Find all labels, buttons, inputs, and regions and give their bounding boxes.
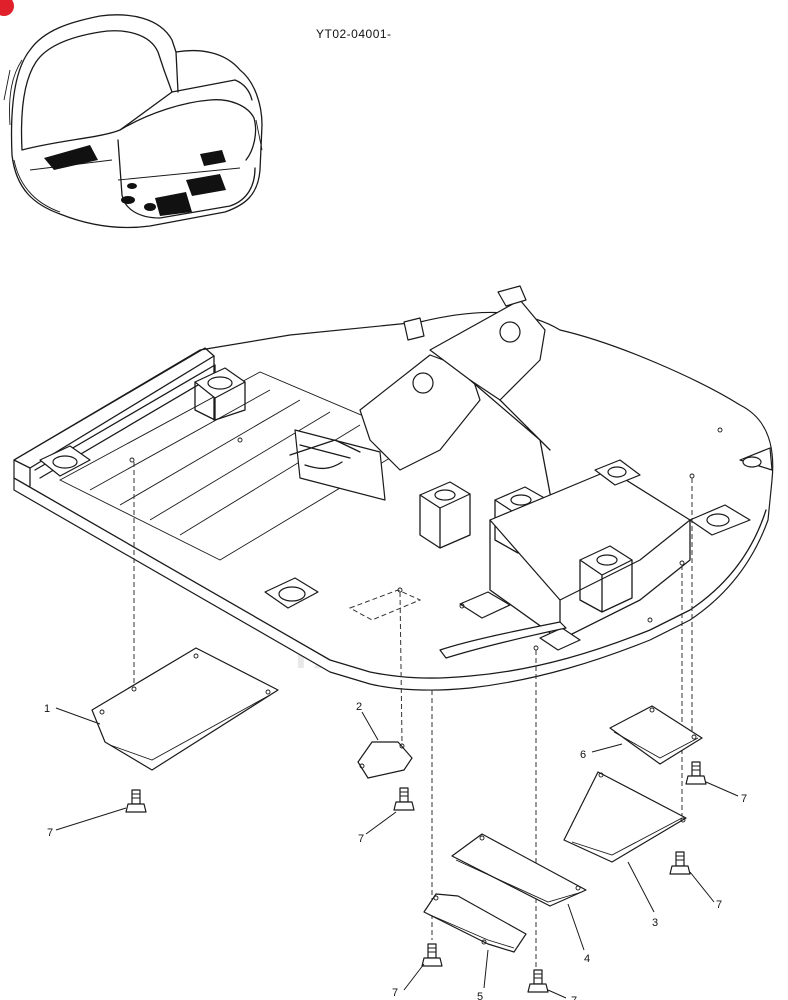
part-6-cover-plate[interactable] — [609, 705, 703, 765]
callout-4: 4 — [584, 953, 590, 965]
part-3-cover-plate[interactable] — [563, 771, 687, 863]
callout-7: 7 — [571, 995, 577, 1000]
part-5-cover-plate[interactable] — [423, 893, 527, 953]
callout-5: 5 — [477, 991, 483, 1000]
frame-bolt-holes — [129, 427, 723, 651]
alignment-lines — [133, 462, 693, 970]
callout-6: 6 — [580, 749, 586, 761]
callout-7: 7 — [47, 827, 53, 839]
center-cross-member — [289, 429, 386, 501]
bolt-icon[interactable] — [125, 789, 147, 813]
callout-3: 3 — [652, 917, 658, 929]
leader-lines — [55, 707, 739, 999]
corner-marker-icon — [0, 0, 14, 16]
part-1-cover-plate[interactable] — [91, 647, 279, 771]
mount-pad-front-center — [264, 577, 319, 609]
machine-overview-inset[interactable] — [3, 14, 263, 229]
callout-7: 7 — [741, 793, 747, 805]
callout-7: 7 — [392, 987, 398, 999]
floor-slot — [439, 621, 567, 659]
callout-1: 1 — [44, 703, 50, 715]
callout-7: 7 — [358, 833, 364, 845]
swing-bracket — [359, 285, 556, 521]
mount-pad-front-left — [39, 445, 91, 477]
floor-opening — [539, 627, 581, 651]
bolt-icon[interactable] — [685, 761, 707, 785]
callout-labels: 1 2 3 4 5 6 7 7 7 7 7 7 — [44, 701, 747, 1000]
right-side-frame — [489, 447, 773, 641]
callout-2: 2 — [356, 701, 362, 713]
center-swing-box — [419, 481, 549, 554]
upper-frame-assembly[interactable] — [13, 285, 774, 691]
bolt-icon[interactable] — [669, 851, 691, 875]
floor-opening — [459, 591, 511, 619]
mount-pad-rear-left — [194, 367, 246, 421]
bolt-icon[interactable] — [527, 969, 549, 993]
part-4-cover-plate[interactable] — [451, 833, 587, 907]
diagram-code: YT02-04001- — [316, 27, 392, 41]
callout-7: 7 — [716, 899, 722, 911]
part-2-cover-plate[interactable] — [357, 741, 413, 779]
bolt-icon[interactable] — [393, 787, 415, 811]
bolt-icon[interactable] — [421, 943, 443, 967]
